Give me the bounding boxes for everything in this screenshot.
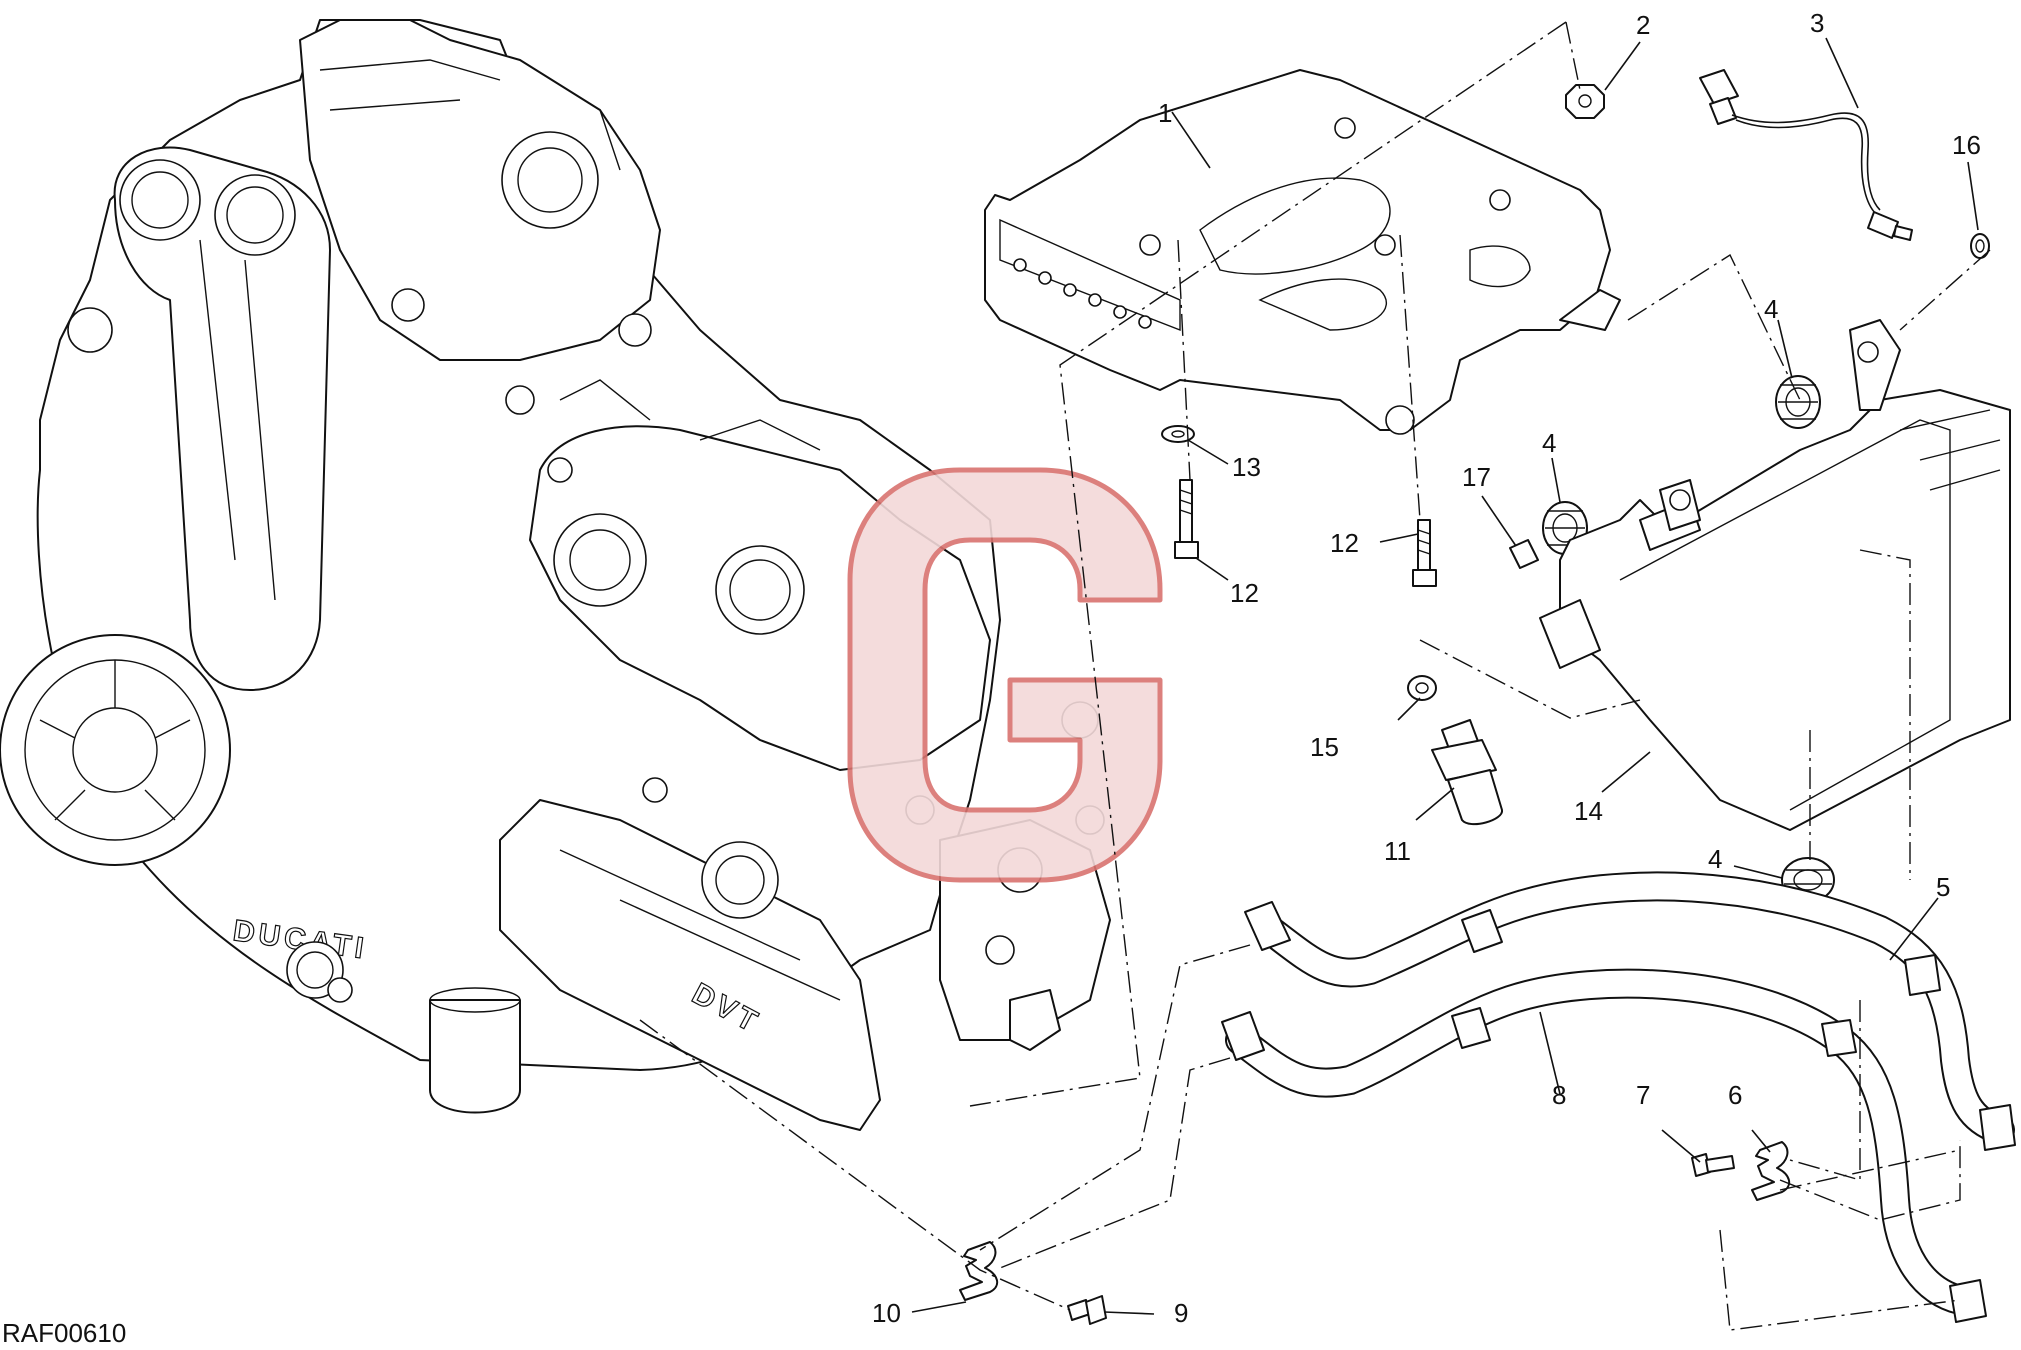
callout-9: 9 [1174, 1298, 1188, 1328]
leader-lines [911, 37, 1979, 1315]
engine-assembly: DUCATI DVT [0, 19, 1111, 1131]
oil-hose-8 [1221, 968, 1987, 1323]
callout-12-left: 12 [1230, 578, 1259, 608]
callout-labels: 1 2 3 16 4 4 4 13 12 12 17 15 11 14 5 8 … [872, 8, 1981, 1328]
callout-4-top: 4 [1764, 294, 1778, 324]
washer-13 [1161, 425, 1195, 443]
callout-8: 8 [1552, 1080, 1566, 1110]
callout-4-middle: 4 [1542, 428, 1556, 458]
oil-cooler-bracket [984, 69, 1621, 435]
callout-7: 7 [1636, 1080, 1650, 1110]
oil-hose-5 [1244, 871, 2016, 1151]
sensor-cable-3 [1699, 69, 1913, 241]
nut-2 [1565, 84, 1605, 119]
callout-14: 14 [1574, 796, 1603, 826]
screw-9 [1067, 1295, 1107, 1325]
assembly-lines [639, 21, 1991, 1331]
callout-1: 1 [1158, 98, 1172, 128]
callout-3: 3 [1810, 8, 1824, 38]
callout-11: 11 [1384, 836, 1411, 866]
g-logo-watermark [847, 467, 1163, 883]
temperature-sensor-11 [1431, 719, 1503, 826]
callout-10: 10 [872, 1298, 901, 1328]
washer-16 [1970, 233, 1990, 259]
washer-15 [1407, 675, 1437, 701]
clamp-6 [1751, 1141, 1791, 1201]
grommet-4-top [1775, 375, 1821, 429]
callout-15: 15 [1310, 732, 1339, 762]
drawing-code: RAF00610 [2, 1318, 126, 1348]
spacer-17 [1509, 539, 1539, 569]
callout-17: 17 [1462, 462, 1491, 492]
callout-4-bottom: 4 [1708, 844, 1722, 874]
clamp-10 [959, 1241, 999, 1301]
callout-5: 5 [1936, 872, 1950, 902]
screw-7 [1691, 1153, 1735, 1177]
callout-16: 16 [1952, 130, 1981, 160]
callout-6: 6 [1728, 1080, 1742, 1110]
callout-13: 13 [1232, 452, 1261, 482]
callout-12-right: 12 [1330, 528, 1359, 558]
bolt-12-left [1174, 479, 1199, 559]
oil-cooler-14 [1539, 319, 2011, 831]
bolt-12-right [1412, 519, 1437, 587]
callout-2: 2 [1636, 10, 1650, 40]
